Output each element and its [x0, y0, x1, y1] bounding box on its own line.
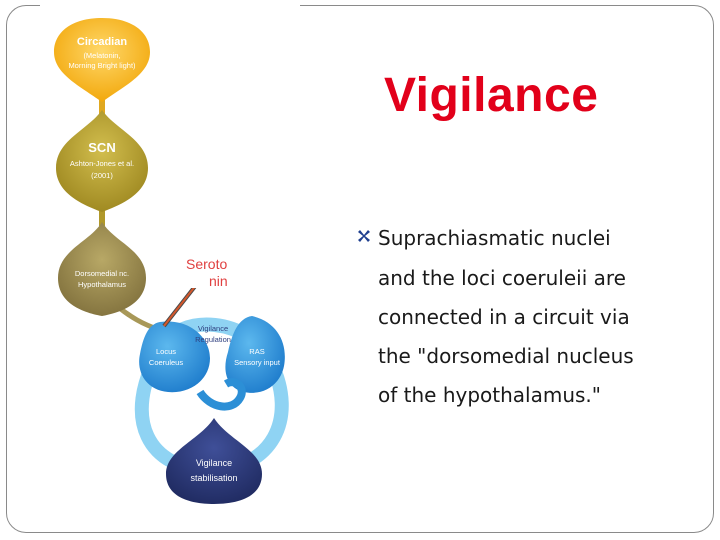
vigilance-diagram: Circadian (Melatonin, Morning Bright lig…	[40, 0, 300, 504]
scn-title: SCN	[88, 140, 115, 155]
dorsomedial-line2: Hypothalamus	[78, 280, 126, 289]
scn-line1: Ashton-Jones et al.	[70, 159, 134, 168]
vigilance-stabilisation-line2: stabilisation	[190, 473, 237, 483]
circadian-node	[54, 18, 150, 102]
scn-line2: (2001)	[91, 171, 113, 180]
scn-node	[56, 110, 148, 212]
vigilance-regulation-line2: Regulation	[195, 335, 231, 344]
ras-line1: RAS	[249, 347, 264, 356]
circadian-line1: (Melatonin,	[83, 51, 120, 60]
circadian-title: Circadian	[77, 36, 127, 48]
bullet-line-3: connected in a circuit via	[378, 305, 630, 329]
serotonin-callout-box	[177, 248, 247, 288]
feedback-loop-ring	[134, 317, 289, 478]
locus-line2: Coeruleus	[149, 358, 183, 367]
locus-line1: Locus	[156, 347, 176, 356]
ras-line2: Sensory input	[234, 358, 281, 367]
bullet-line-2: and the loci coeruleii are	[378, 266, 626, 290]
serotonin-label-line1: Seroto	[186, 256, 228, 272]
bullet-line-5: of the hypothalamus."	[378, 383, 601, 407]
vigilance-regulation-line1: Vigilance	[198, 324, 228, 333]
vigilance-stabilisation-node	[166, 418, 262, 504]
dorsomedial-line1: Dorsomedial nc.	[75, 269, 129, 278]
dorsomedial-node	[58, 222, 146, 316]
vigilance-stabilisation-line1: Vigilance	[196, 458, 232, 468]
diamond-bullet-icon	[358, 230, 370, 242]
top-crop	[40, 0, 300, 14]
ras-node	[225, 316, 285, 393]
circadian-line2: Morning Bright light)	[68, 61, 136, 70]
bullet-line-4: the "dorsomedial nucleus	[378, 344, 634, 368]
swirl-connection	[196, 378, 246, 411]
serotonin-label-line2: nin	[209, 273, 228, 289]
bullet-line-1: Suprachiasmatic nuclei	[378, 226, 611, 250]
slide-title: Vigilance	[384, 69, 599, 122]
locus-coeruleus-node	[139, 321, 210, 393]
